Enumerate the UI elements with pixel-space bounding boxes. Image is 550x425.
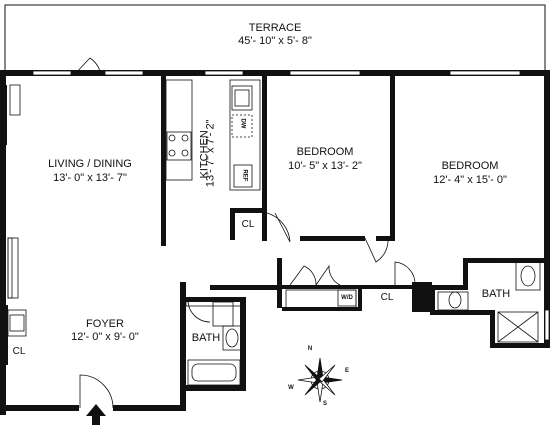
compass-icon: [297, 357, 343, 403]
compass-n: N: [307, 346, 313, 352]
kitchen-dims: 13'- 7" x 7'- 2": [204, 119, 217, 188]
terrace-name: TERRACE: [248, 22, 302, 34]
bedroom2-dims: 12'- 4" x 15'- 0": [433, 174, 507, 186]
entry-arrow-icon: [86, 404, 106, 425]
closet-foyer-label: CL: [12, 346, 26, 357]
foyer-name: FOYER: [86, 318, 124, 330]
compass-w: W: [288, 385, 294, 391]
bedroom1-dims: 10'- 5" x 13'- 2": [288, 160, 362, 172]
exterior-walls: [0, 70, 550, 415]
living-dims: 13'- 0" x 13'- 7": [53, 172, 127, 184]
doors: [72, 57, 490, 409]
washer-dryer-label: W/D: [341, 295, 353, 301]
foyer-dims: 12'- 0" x 9'- 0": [71, 331, 139, 343]
refrigerator-label: REF: [241, 169, 248, 182]
closet-kitchen-label: CL: [241, 219, 255, 230]
closet-hall-label: CL: [380, 292, 394, 303]
bedroom1-name: BEDROOM: [296, 146, 354, 158]
built-ins: [7, 84, 541, 386]
living-name: LIVING / DINING: [48, 158, 132, 170]
bath1-name: BATH: [191, 332, 221, 344]
terrace-dims: 45'- 10" x 5'- 8": [238, 35, 312, 47]
bedroom2-name: BEDROOM: [441, 160, 499, 172]
compass-e: E: [344, 368, 349, 374]
kitchen-fixtures: [165, 79, 261, 191]
bath2-name: BATH: [481, 288, 511, 300]
compass-s: S: [322, 401, 327, 407]
dishwasher-label: DW: [239, 118, 246, 129]
interior-walls: [161, 76, 430, 311]
